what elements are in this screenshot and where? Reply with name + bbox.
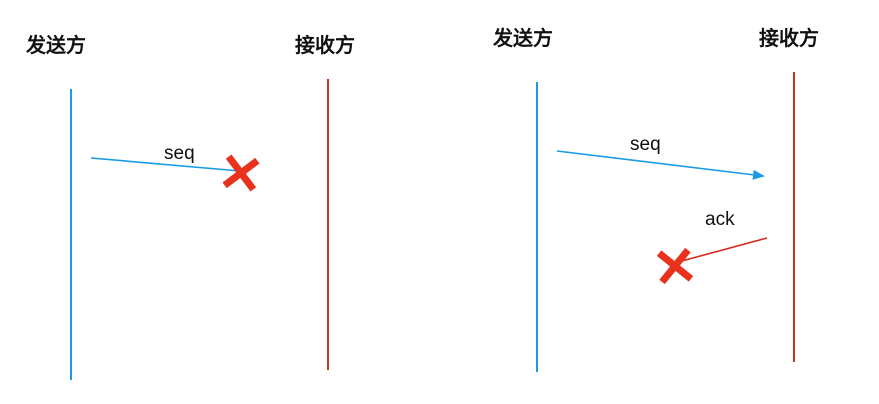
cross-mark-icon (222, 154, 260, 192)
seq-message-arrow (556, 150, 765, 180)
seq-message-label: seq (164, 143, 195, 164)
receiver-label: 接收方 (295, 33, 355, 57)
sender-label: 发送方 (25, 33, 86, 57)
receiver-label: 接收方 (759, 26, 819, 50)
cross-mark-shape (222, 154, 260, 192)
scenario-seq-lost: 发送方 接收方 seq (25, 33, 355, 380)
scenario-ack-lost: 发送方 接收方 seq ack (492, 26, 819, 372)
cross-mark-shape (656, 247, 694, 285)
seq-message-arrow (90, 157, 241, 172)
ack-message-arrow (677, 237, 768, 263)
sender-label: 发送方 (492, 26, 553, 50)
seq-message-label: seq (630, 134, 661, 155)
ack-message-label: ack (705, 209, 735, 230)
cross-mark-icon (656, 247, 694, 285)
